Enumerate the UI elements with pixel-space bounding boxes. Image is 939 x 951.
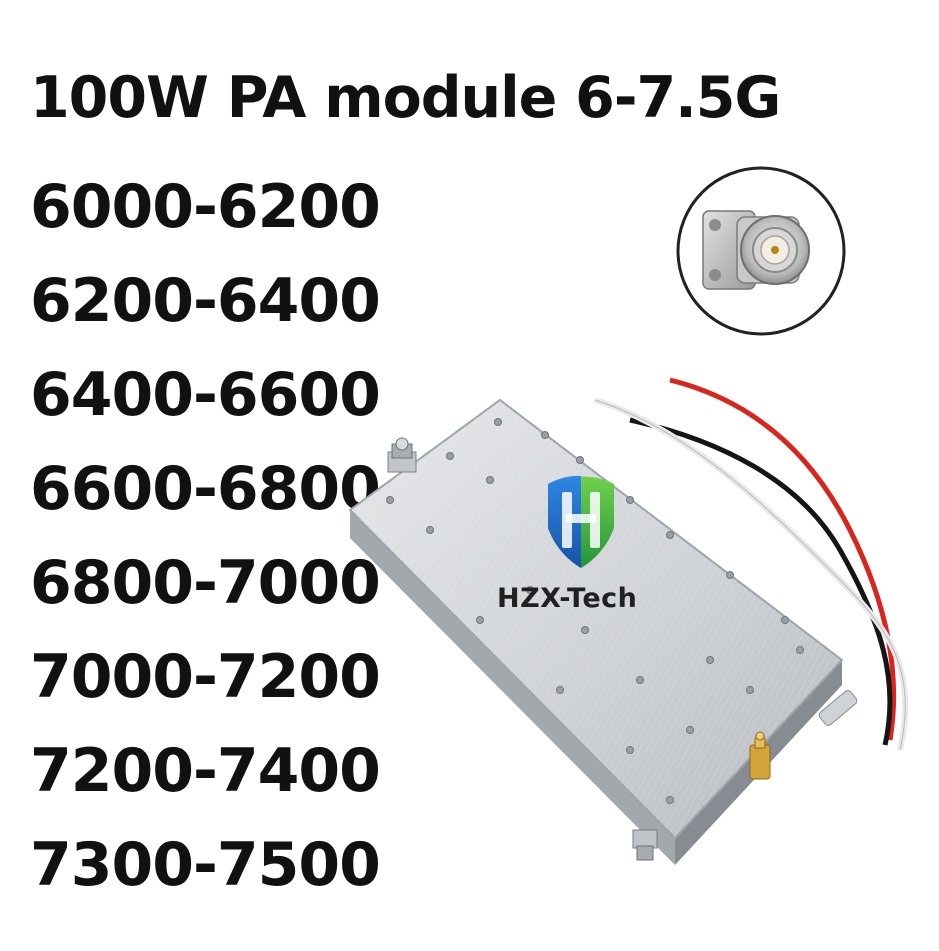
frequency-band: 6000-6200 — [30, 172, 381, 242]
frequency-band: 6800-7000 — [30, 548, 381, 618]
frequency-band: 7000-7200 — [30, 642, 381, 712]
frequency-band: 7200-7400 — [30, 736, 381, 806]
brand-logo-icon — [548, 475, 614, 568]
frequency-band: 6200-6400 — [30, 266, 381, 336]
product-title: 100W PA module 6-7.5G — [30, 65, 781, 131]
frequency-band: 7300-7500 — [30, 830, 381, 900]
frequency-band: 6400-6600 — [30, 360, 381, 430]
frequency-band: 6600-6800 — [30, 454, 381, 524]
brand-name: HZX-Tech — [497, 583, 638, 614]
frequency-band-list: 6000-6200 6200-6400 6400-6600 6600-6800 … — [30, 160, 381, 912]
pa-module-icon — [348, 377, 909, 865]
n-connector-inset-icon — [676, 166, 846, 336]
